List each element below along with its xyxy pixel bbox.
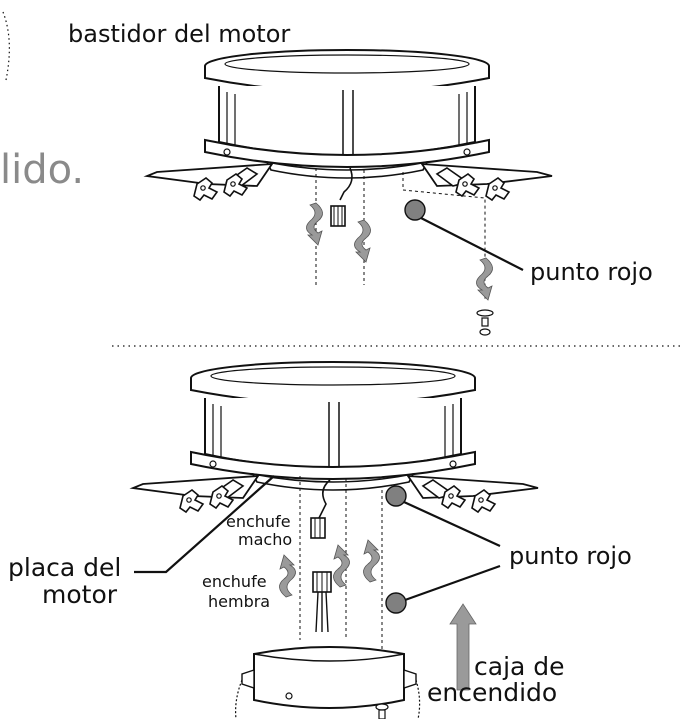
- motor-plate-label-line1: placa del: [8, 553, 122, 582]
- male-plug-label-line2: macho: [238, 530, 293, 549]
- male-plug-label-line1: enchufe: [226, 512, 291, 531]
- partial-heading-text: lido.: [0, 147, 85, 193]
- motor-frame-label: bastidor del motor: [68, 20, 291, 48]
- switch-case-label-line2: encendido: [427, 678, 558, 707]
- female-plug-label-line2: hembra: [208, 592, 271, 611]
- motor-plate-label-line2: motor: [42, 580, 118, 609]
- switch-case-label-line1: caja de: [474, 652, 565, 681]
- red-dot-label-top: punto rojo: [530, 258, 653, 286]
- red-dot-marker: [404, 199, 426, 221]
- big-up-arrow: [449, 603, 477, 691]
- top-motor-housing: [147, 50, 552, 200]
- red-dot-marker-upper: [385, 485, 407, 507]
- red-dot-marker-lower: [385, 592, 407, 614]
- female-plug-label-line1: enchufe: [202, 572, 267, 591]
- bottom-motor-housing: [133, 362, 538, 512]
- red-dot-label-bottom: punto rojo: [509, 542, 632, 570]
